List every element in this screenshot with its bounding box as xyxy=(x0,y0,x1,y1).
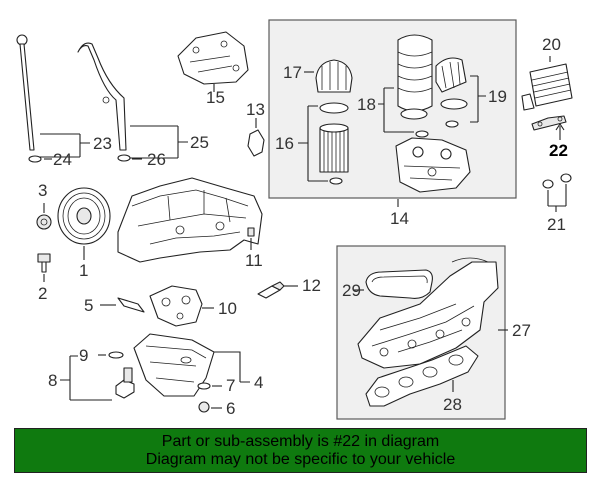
callout-9: 9 xyxy=(79,346,88,365)
callout-6: 6 xyxy=(226,399,235,418)
oil-level-sensor-12[interactable] xyxy=(257,281,285,299)
oil-pan-lower[interactable] xyxy=(133,333,215,397)
callout-4: 4 xyxy=(254,373,263,392)
filter-seals-19[interactable] xyxy=(440,98,468,128)
callout-10: 10 xyxy=(218,299,237,318)
filter-cap-17[interactable] xyxy=(315,59,353,93)
filter-cap-19[interactable] xyxy=(435,57,467,93)
callout-27: 27 xyxy=(512,321,531,340)
callout-29: 29 xyxy=(342,281,361,300)
callout-8: 8 xyxy=(48,371,57,390)
callout-2: 2 xyxy=(38,284,47,303)
callout-7: 7 xyxy=(226,376,235,395)
drain-plug-gasket-6[interactable] xyxy=(198,401,210,413)
callout-15: 15 xyxy=(206,88,225,107)
oil-cooler-20[interactable] xyxy=(521,63,573,111)
banner-line-2: Diagram may not be specific to your vehi… xyxy=(145,451,456,468)
oil-filter-element-16[interactable] xyxy=(319,102,349,185)
filter-housing-seal-18[interactable] xyxy=(400,108,429,138)
callout-28: 28 xyxy=(443,395,462,414)
callout-14: 14 xyxy=(390,209,409,228)
banner-line-1: Part or sub-assembly is #22 in diagram xyxy=(161,433,440,450)
callout-22: 22 xyxy=(549,141,568,160)
bracket-13[interactable] xyxy=(247,129,265,157)
callout-24: 24 xyxy=(53,150,72,169)
oil-pump[interactable] xyxy=(149,285,203,327)
sensor-gasket-9[interactable] xyxy=(108,351,124,359)
parts-diagram: 23 24 25 26 15 1 3 2 xyxy=(16,19,573,420)
cooler-seals-21[interactable] xyxy=(542,173,572,189)
pressure-sensor-5[interactable] xyxy=(117,297,145,313)
callout-20: 20 xyxy=(542,35,561,54)
oil-filter-housing[interactable] xyxy=(395,137,471,193)
callout-26: 26 xyxy=(147,150,166,169)
oil-cooler-gasket-22[interactable] xyxy=(531,115,567,131)
intake-manifold[interactable] xyxy=(357,257,499,369)
callout-21: 21 xyxy=(547,215,566,234)
callout-13: 13 xyxy=(246,100,265,119)
callout-25: 25 xyxy=(190,133,209,152)
crankshaft-washer[interactable] xyxy=(36,214,52,230)
oil-level-sensor-8[interactable] xyxy=(115,367,135,399)
oil-filter-housing-group-box xyxy=(268,19,517,199)
oil-dipstick[interactable] xyxy=(16,34,42,163)
callout-18: 18 xyxy=(357,95,376,114)
callout-1: 1 xyxy=(79,261,88,280)
timing-cover[interactable] xyxy=(177,31,249,85)
crankshaft-bolt[interactable] xyxy=(37,253,51,273)
callout-5: 5 xyxy=(84,296,93,315)
crankshaft-pulley[interactable] xyxy=(57,187,111,245)
callout-19: 19 xyxy=(488,87,507,106)
callout-16: 16 xyxy=(275,134,294,153)
intake-gasket-28[interactable] xyxy=(365,345,479,407)
filter-housing-cap-18[interactable] xyxy=(397,34,433,112)
manifold-gasket-29[interactable] xyxy=(365,269,433,299)
drain-plug-7[interactable] xyxy=(197,382,211,390)
callout-11: 11 xyxy=(245,251,263,270)
oil-pan-upper[interactable] xyxy=(117,177,263,263)
callout-12: 12 xyxy=(302,276,321,295)
info-banner: Part or sub-assembly is #22 in diagram D… xyxy=(14,428,587,473)
oil-pan-plug-11[interactable] xyxy=(247,227,255,237)
callout-3: 3 xyxy=(38,181,47,200)
callout-23: 23 xyxy=(93,134,112,153)
callout-17: 17 xyxy=(283,63,302,82)
